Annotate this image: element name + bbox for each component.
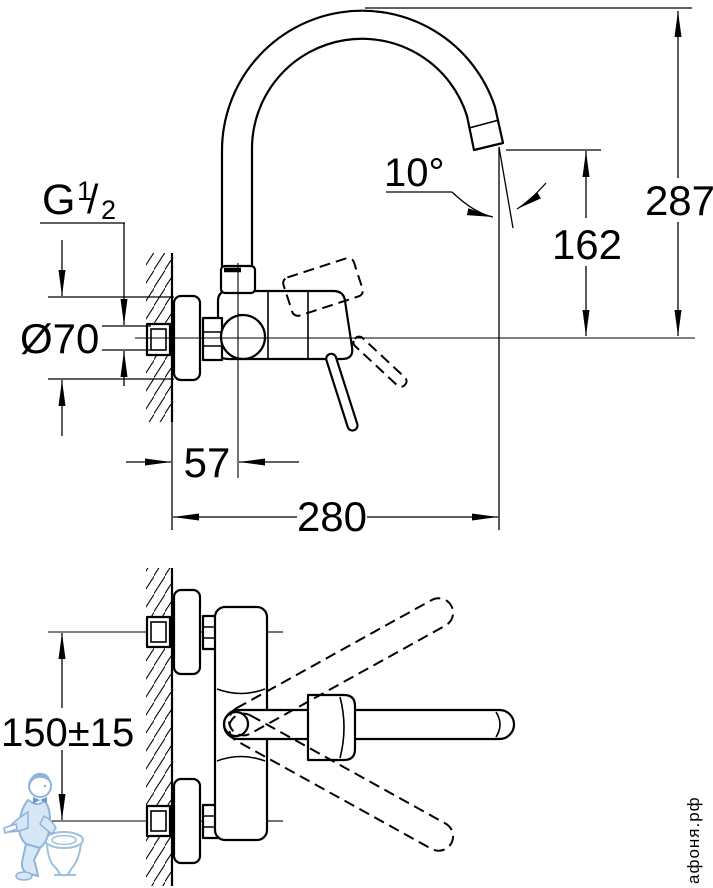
- faucet-side-body: [145, 9, 505, 432]
- dimension-thread: G 1 / 2: [40, 176, 151, 386]
- aerator-band: [468, 119, 500, 129]
- spout-pivot: [222, 710, 250, 738]
- flange-diameter-label: Ø70: [20, 315, 99, 362]
- spout-swivel-range: [228, 597, 455, 852]
- handle-dashed-position: [282, 257, 408, 388]
- inlet-spacing-label: 150±15: [1, 711, 134, 755]
- spout-angle-label: 10°: [384, 151, 445, 195]
- dimension-spout-reach: 280: [173, 147, 500, 540]
- lever-handle: [325, 352, 359, 432]
- cartridge-housing-top: [306, 693, 357, 762]
- dimension-flange-diameter: Ø70: [20, 240, 174, 436]
- dimension-outlet-height: 162: [506, 149, 622, 336]
- side-view: G 1 / 2 Ø70 57 280: [20, 7, 713, 540]
- wall-hatch-side: [146, 253, 174, 530]
- watermark-site-text: афоня.рф: [684, 796, 703, 884]
- ball-joint: [219, 313, 267, 361]
- outlet-height-label: 162: [552, 221, 622, 268]
- spout-outline: [220, 9, 505, 274]
- wall-to-axis-label: 57: [184, 439, 231, 486]
- thread-label-slash: /: [87, 176, 99, 222]
- dimension-spout-angle: 10°: [384, 146, 547, 229]
- spout-cap-line: [495, 711, 501, 738]
- thread-label-num: 1: [77, 176, 92, 206]
- wall-hatch-top: [146, 568, 174, 886]
- spout-reach-label: 280: [297, 493, 367, 540]
- overall-height-label: 287: [645, 177, 713, 224]
- hex-nut-side: [201, 316, 224, 362]
- dimension-overall-height: 287: [365, 7, 713, 336]
- dimension-inlet-spacing: 150±15: [1, 633, 134, 820]
- thread-label-den: 2: [101, 195, 116, 225]
- plumber-logo: [3, 772, 84, 881]
- thread-label-g: G: [42, 176, 75, 224]
- top-view: 150±15: [1, 568, 516, 886]
- dimension-wall-to-axis: 57: [126, 439, 299, 486]
- plumber-figure: [3, 772, 57, 881]
- inlet-fitting-side: [145, 322, 172, 357]
- toilet-icon: [44, 831, 84, 877]
